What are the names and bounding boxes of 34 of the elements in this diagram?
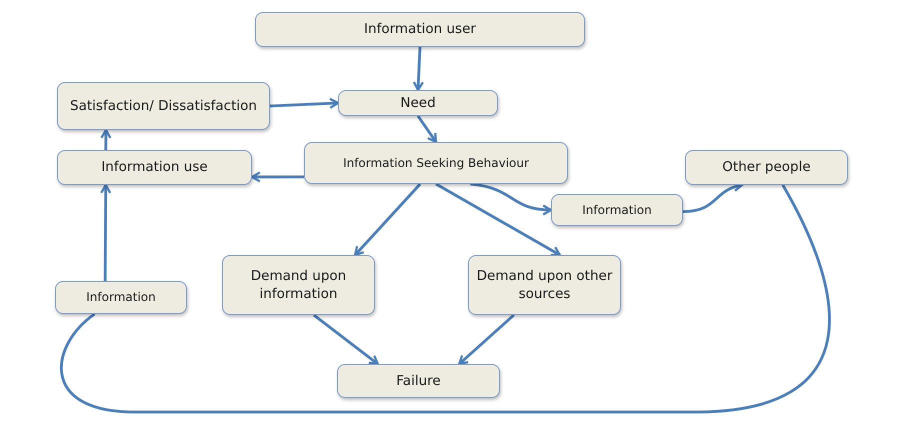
- box-label: Information Seeking Behaviour: [343, 154, 529, 172]
- box-label: Demand upon information: [250, 266, 348, 304]
- process-box: [338, 90, 498, 116]
- box-label: Need: [400, 94, 436, 112]
- box-label: Other people: [722, 158, 811, 177]
- process-box: [337, 364, 500, 398]
- box-label: Information use: [101, 158, 208, 177]
- box-label: Failure: [396, 372, 441, 390]
- arrow: [312, 314, 379, 366]
- process-box: [55, 281, 187, 314]
- process-box: [551, 194, 683, 226]
- process-box: [304, 142, 568, 184]
- arrow: [470, 182, 552, 216]
- arrow: [354, 183, 422, 256]
- arrow: [250, 171, 304, 183]
- arrow: [100, 128, 112, 150]
- process-box: [222, 255, 375, 315]
- process-box: [57, 150, 252, 185]
- arrow: [412, 46, 424, 92]
- arrow: [458, 314, 515, 366]
- arrow: [416, 115, 438, 144]
- process-box: [468, 255, 621, 315]
- box-label: Information: [582, 202, 652, 218]
- box-label: Information: [86, 289, 156, 306]
- box-label: Demand upon other sources: [476, 266, 614, 304]
- box-label: Information user: [364, 20, 476, 39]
- process-box: [685, 150, 848, 185]
- arrow: [270, 98, 340, 109]
- arrow: [100, 184, 112, 281]
- arrow: [435, 182, 561, 256]
- box-label: Satisfaction/ Dissatisfaction: [70, 96, 257, 116]
- connector-line: [60, 184, 831, 414]
- process-box: [57, 82, 270, 130]
- process-box: [255, 12, 585, 47]
